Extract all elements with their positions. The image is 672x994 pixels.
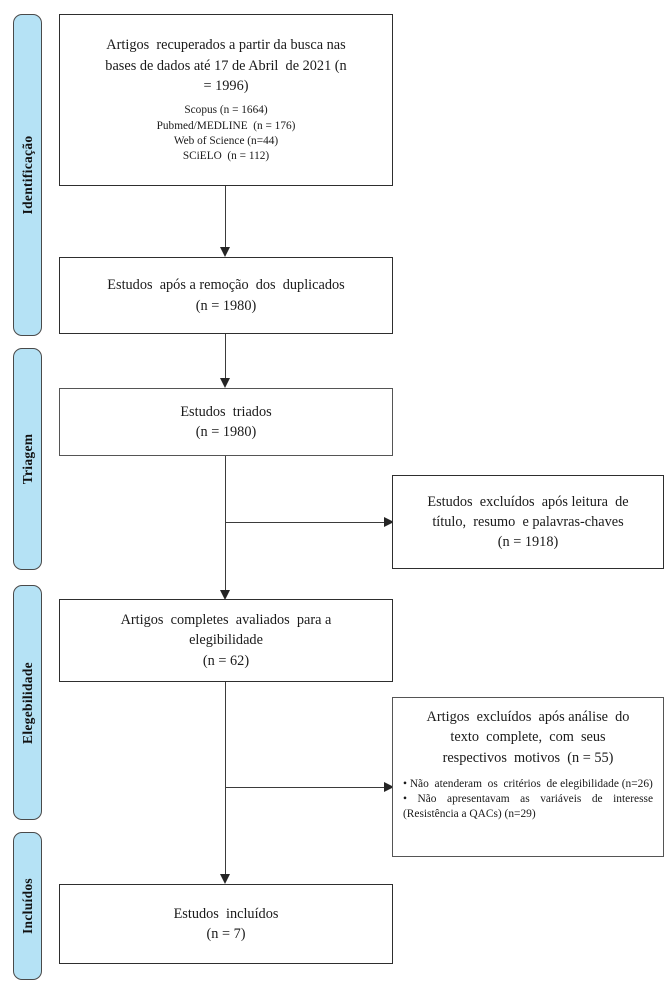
stage-pill-triagem: Triagem	[13, 348, 42, 570]
arrowhead-screened-to-excluded	[384, 517, 394, 527]
arrowhead-records-to-duplicates	[220, 247, 230, 257]
excluded-reason-eligibility: • Não atenderam os critérios de elegibil…	[403, 777, 653, 790]
box-studies-included: Estudos incluídos (n = 7)	[59, 884, 393, 964]
connector-records-to-duplicates	[225, 186, 227, 249]
excluded-full-text-line-3: respectivos motivos (n = 55)	[442, 749, 614, 766]
stage-label-identificacao: Identificação	[19, 135, 35, 215]
excluded-full-text-line-1: Artigos excluídos após análise do	[426, 709, 630, 725]
arrowhead-screened-to-fulltext	[220, 590, 230, 600]
studies-screened-line-1: Estudos triados	[180, 403, 272, 420]
full-text-assessed-line-1: Artigos completes avaliados para a	[120, 612, 332, 629]
stage-label-elegibilidade: Elegebilidade	[19, 661, 35, 744]
stage-pill-elegibilidade: Elegebilidade	[13, 585, 42, 820]
connector-fulltext-to-included	[225, 682, 227, 876]
full-text-assessed-line-3: (n = 62)	[202, 652, 250, 669]
studies-included-line-1: Estudos incluídos	[173, 905, 279, 922]
records-identified-sources: Scopus (n = 1664) Pubmed/MEDLINE (n = 17…	[70, 103, 382, 164]
stage-pill-identificacao: Identificação	[13, 14, 42, 336]
source-pubmed-medline: Pubmed/MEDLINE (n = 176)	[156, 119, 296, 132]
source-scielo: SCiELO (n = 112)	[182, 150, 270, 163]
source-scopus: Scopus (n = 1664)	[184, 104, 268, 117]
excluded-screening-line-1: Estudos excluídos após leitura de	[427, 493, 629, 510]
box-studies-screened: Estudos triados (n = 1980)	[59, 388, 393, 456]
connector-screened-to-fulltext	[225, 456, 227, 592]
arrowhead-duplicates-to-screened	[220, 378, 230, 388]
connector-fulltext-to-excluded	[225, 787, 386, 789]
records-identified-line-3: = 1996)	[203, 77, 249, 94]
records-identified-line-2: bases de dados até 17 de Abril de 2021 (…	[105, 57, 347, 74]
box-full-text-assessed: Artigos completes avaliados para a elegi…	[59, 599, 393, 682]
records-identified-line-1: Artigos recuperados a partir da busca na…	[106, 37, 346, 54]
connector-duplicates-to-screened	[225, 334, 227, 380]
source-web-of-science: Web of Science (n=44)	[173, 134, 279, 147]
arrowhead-fulltext-to-included	[220, 874, 230, 884]
connector-screened-to-excluded	[225, 522, 386, 524]
box-excluded-screening: Estudos excluídos após leitura de título…	[392, 475, 664, 569]
after-duplicates-line-1: Estudos após a remoção dos duplicados	[107, 277, 345, 294]
excluded-full-text-reasons: • Não atenderam os critérios de elegibil…	[403, 777, 653, 823]
stage-label-incluidos: Incluídos	[19, 878, 35, 934]
arrowhead-fulltext-to-excluded	[384, 782, 394, 792]
stage-label-triagem: Triagem	[19, 433, 35, 485]
excluded-screening-line-3: (n = 1918)	[497, 534, 559, 551]
box-excluded-full-text: Artigos excluídos após análise do texto …	[392, 697, 664, 857]
full-text-assessed-line-2: elegibilidade	[189, 632, 263, 649]
studies-screened-line-2: (n = 1980)	[195, 424, 257, 440]
box-after-duplicates: Estudos após a remoção dos duplicados (n…	[59, 257, 393, 334]
studies-included-line-2: (n = 7)	[206, 926, 246, 942]
excluded-full-text-line-2: texto complete, com seus	[450, 729, 606, 746]
box-records-identified: Artigos recuperados a partir da busca na…	[59, 14, 393, 186]
excluded-screening-line-2: título, resumo e palavras-chaves	[432, 513, 624, 530]
stage-pill-incluidos: Incluídos	[13, 832, 42, 980]
after-duplicates-line-2: (n = 1980)	[195, 297, 257, 314]
excluded-reason-variables: • Não apresentavam as variáveis de inter…	[403, 793, 656, 821]
